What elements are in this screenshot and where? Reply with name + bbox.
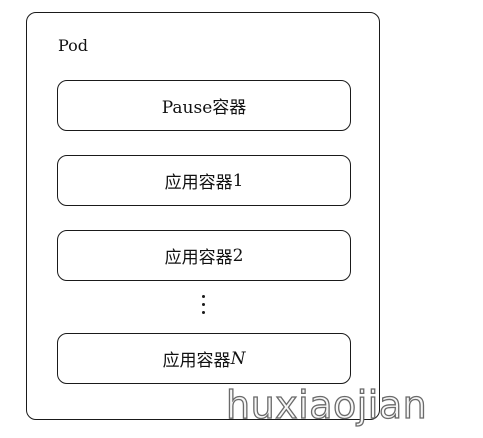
ellipsis-dot	[202, 311, 205, 314]
pod-label: Pod	[58, 36, 88, 55]
app-container-index: 2	[232, 245, 244, 266]
app-container-index: N	[230, 348, 246, 369]
app-container-label: 应用容器	[164, 248, 233, 268]
watermark-text: huxiaojian	[225, 382, 428, 427]
pause-container-box: Pause容器	[57, 80, 351, 131]
ellipsis-dot	[202, 295, 205, 298]
app-container-label: 应用容器	[164, 173, 233, 193]
ellipsis-dot	[202, 303, 205, 306]
app-container-index: 1	[232, 170, 244, 191]
pause-container-label: Pause容器	[161, 98, 247, 118]
vertical-ellipsis	[198, 293, 210, 319]
app-container-label: 应用容器	[162, 351, 231, 371]
